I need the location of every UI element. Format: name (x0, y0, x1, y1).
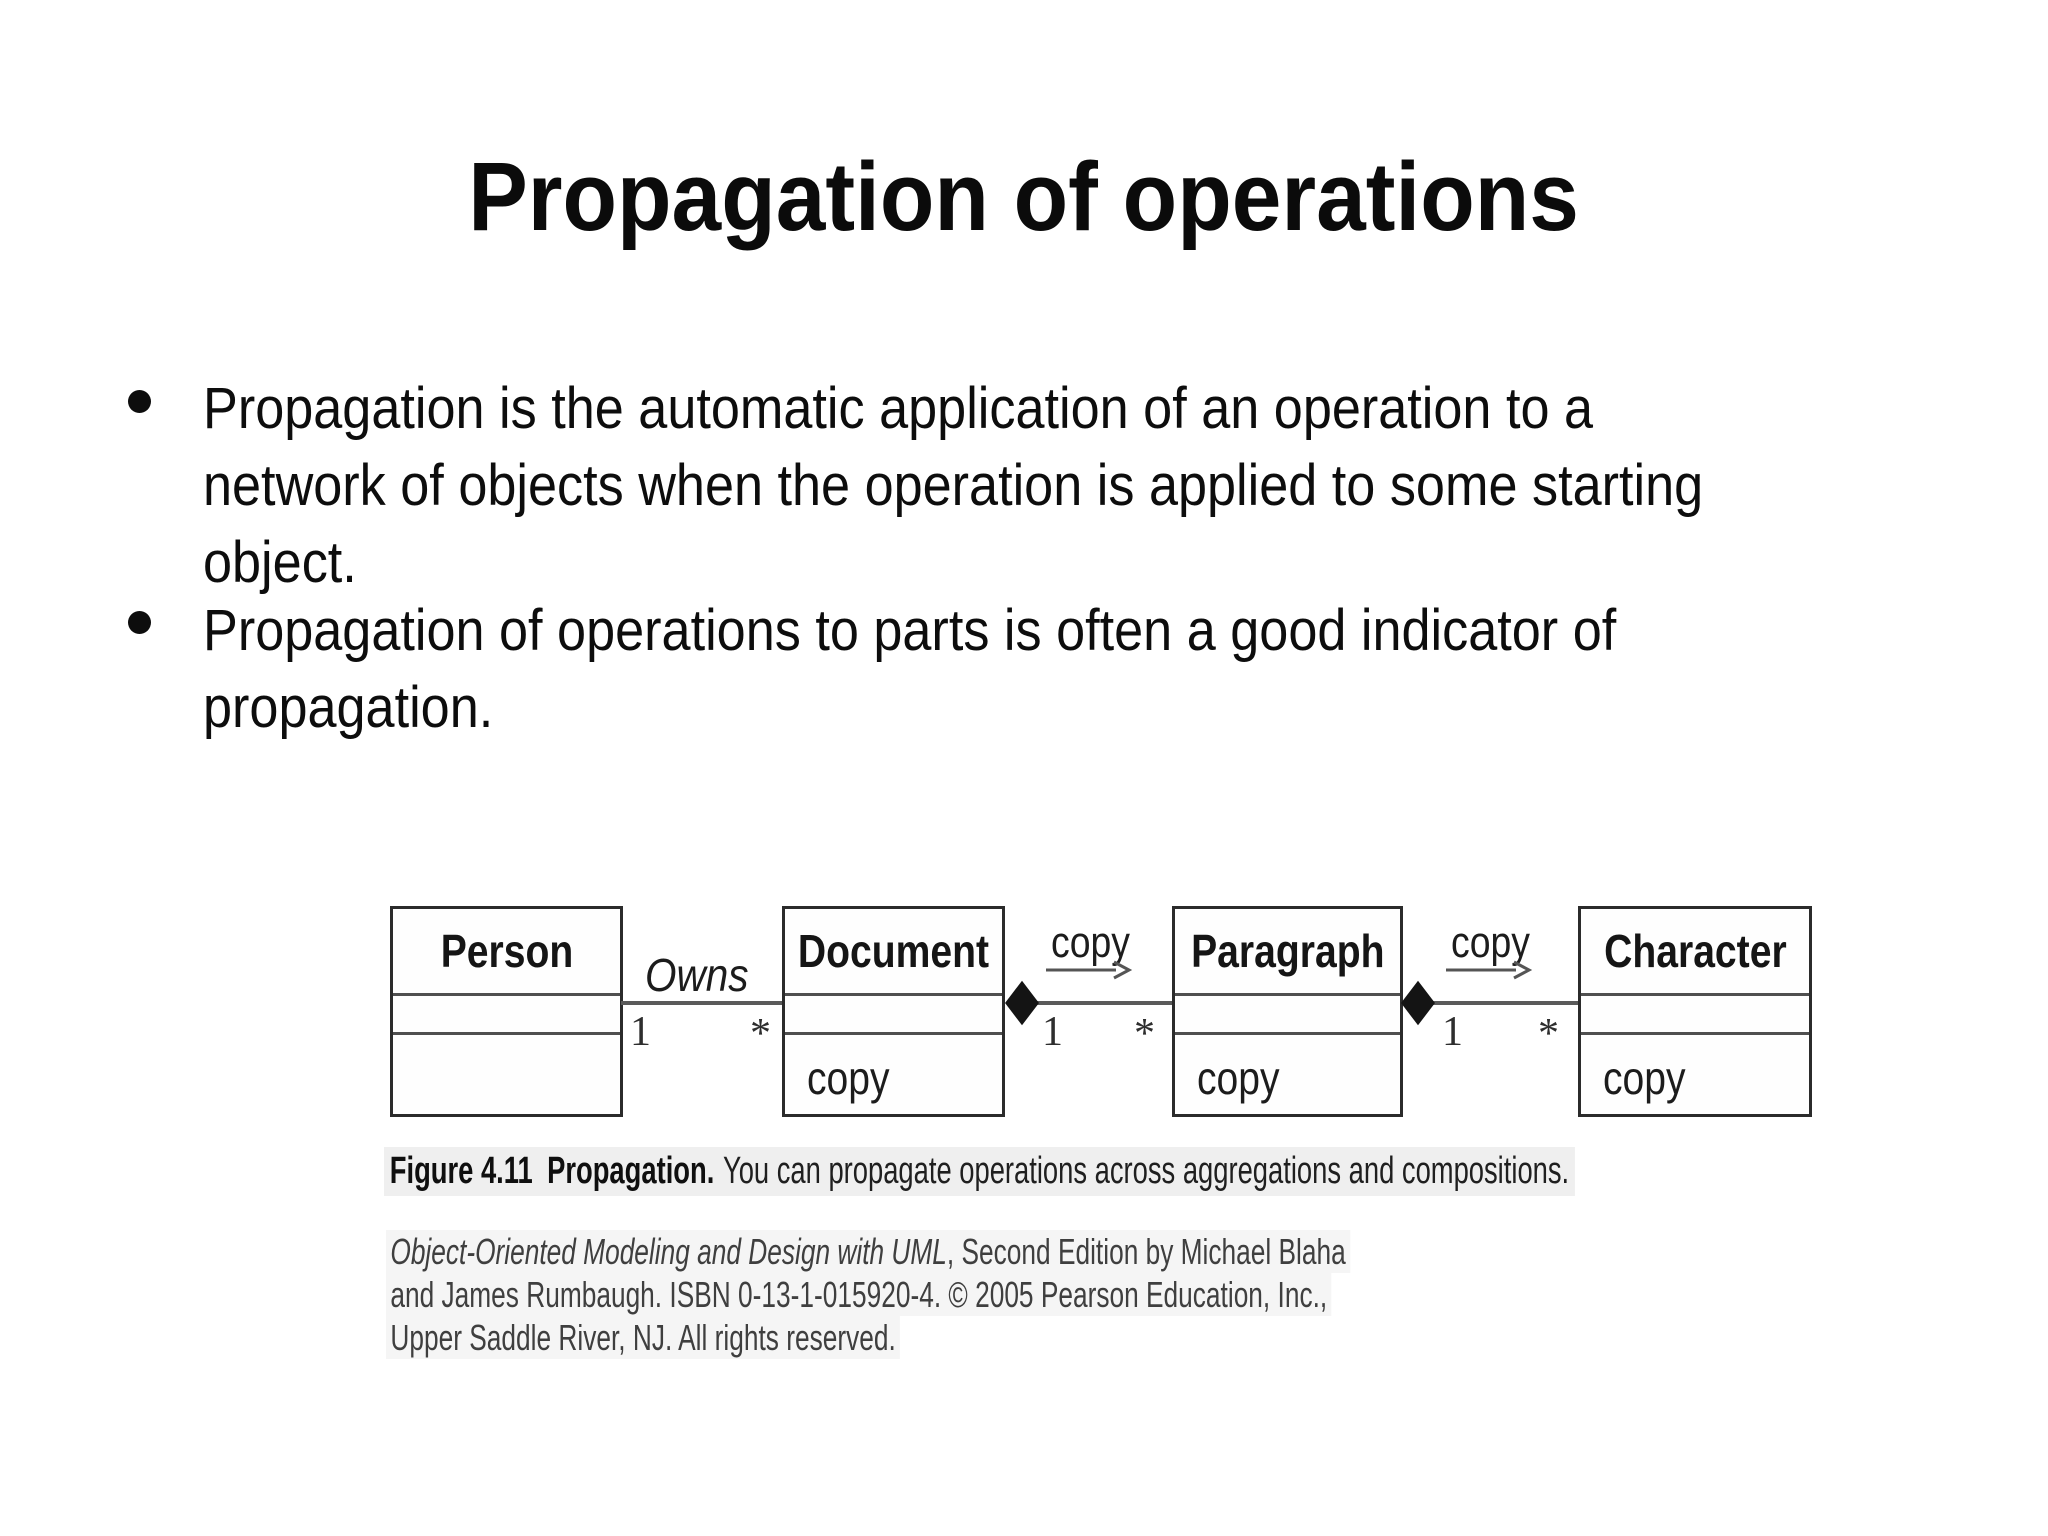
citation-book-title: Object-Oriented Modeling and Design with… (390, 1231, 947, 1272)
uml-operation-compartment: copy (807, 1052, 890, 1104)
figure-caption-title: Propagation. (547, 1150, 715, 1192)
page-title-text: Propagation of operations (468, 142, 1580, 251)
bullet-item: Propagation of operations to parts is of… (203, 592, 1773, 746)
composition-diamond-icon (1401, 980, 1435, 1026)
uml-class-name: Document (785, 909, 1002, 996)
uml-operation-compartment (393, 1035, 620, 1105)
propagation-label: copy (1051, 918, 1131, 967)
multiplicity-one: 1 (1042, 1009, 1063, 1055)
multiplicity-many: * (1134, 1011, 1155, 1057)
multiplicity-one: 1 (1442, 1009, 1463, 1055)
citation-line: Upper Saddle River, NJ. All rights reser… (386, 1316, 1707, 1359)
uml-class-character: Character copy (1578, 906, 1812, 1117)
uml-attribute-compartment (393, 996, 620, 1035)
uml-attribute-compartment (785, 996, 1002, 1035)
uml-class-name: Person (393, 909, 620, 996)
propagation-label: copy (1451, 918, 1531, 967)
citation-line: and James Rumbaugh. ISBN 0-13-1-015920-4… (386, 1273, 1707, 1316)
figure-caption-band: Figure 4.11 Propagation.You can propagate… (384, 1147, 1575, 1196)
uml-operation-compartment: copy (1197, 1052, 1280, 1104)
copy-arrow-icon (1446, 960, 1533, 980)
uml-class-name: Paragraph (1175, 909, 1400, 996)
figure-caption-text: You can propagate operations across aggr… (722, 1150, 1570, 1192)
citation-line1-rest: , Second Edition by Michael Blaha (946, 1231, 1346, 1272)
citation-line: Object-Oriented Modeling and Design with… (386, 1230, 1707, 1273)
page-title: Propagation of operations (0, 141, 2048, 253)
bullet-line: object. (203, 530, 357, 595)
citation-line2: and James Rumbaugh. ISBN 0-13-1-015920-4… (386, 1273, 1332, 1316)
figure-caption-label: Figure 4.11 (389, 1150, 533, 1192)
bullet-line: network of objects when the operation is… (203, 453, 1704, 518)
uml-class-paragraph: Paragraph copy (1172, 906, 1403, 1117)
bullet-icon (128, 390, 151, 413)
association-line (621, 1001, 782, 1005)
multiplicity-many: * (750, 1011, 771, 1057)
association-line (1432, 1001, 1578, 1005)
uml-class-document: Document copy (782, 906, 1005, 1117)
bullet-line: Propagation of operations to parts is of… (203, 598, 1617, 663)
copy-arrow-icon (1046, 960, 1133, 980)
bullet-line: propagation. (203, 675, 494, 740)
citation-line3: Upper Saddle River, NJ. All rights reser… (386, 1316, 901, 1359)
uml-attribute-compartment (1581, 996, 1809, 1035)
bullet-line: Propagation is the automatic application… (203, 376, 1594, 441)
figure-caption: Figure 4.11 Propagation.You can propagate… (384, 1147, 2038, 1196)
composition-diamond-icon (1005, 980, 1039, 1026)
uml-attribute-compartment (1175, 996, 1400, 1035)
association-line (1036, 1001, 1172, 1005)
multiplicity-one: 1 (630, 1009, 651, 1055)
uml-class-person: Person (390, 906, 623, 1117)
bullet-item: Propagation is the automatic application… (203, 370, 1870, 601)
multiplicity-many: * (1538, 1011, 1559, 1057)
association-name-owns: Owns (645, 949, 749, 1001)
figure-citation: Object-Oriented Modeling and Design with… (386, 1230, 1707, 1359)
uml-class-name: Character (1581, 909, 1809, 996)
uml-operation-compartment: copy (1603, 1052, 1686, 1104)
bullet-icon (128, 611, 151, 634)
